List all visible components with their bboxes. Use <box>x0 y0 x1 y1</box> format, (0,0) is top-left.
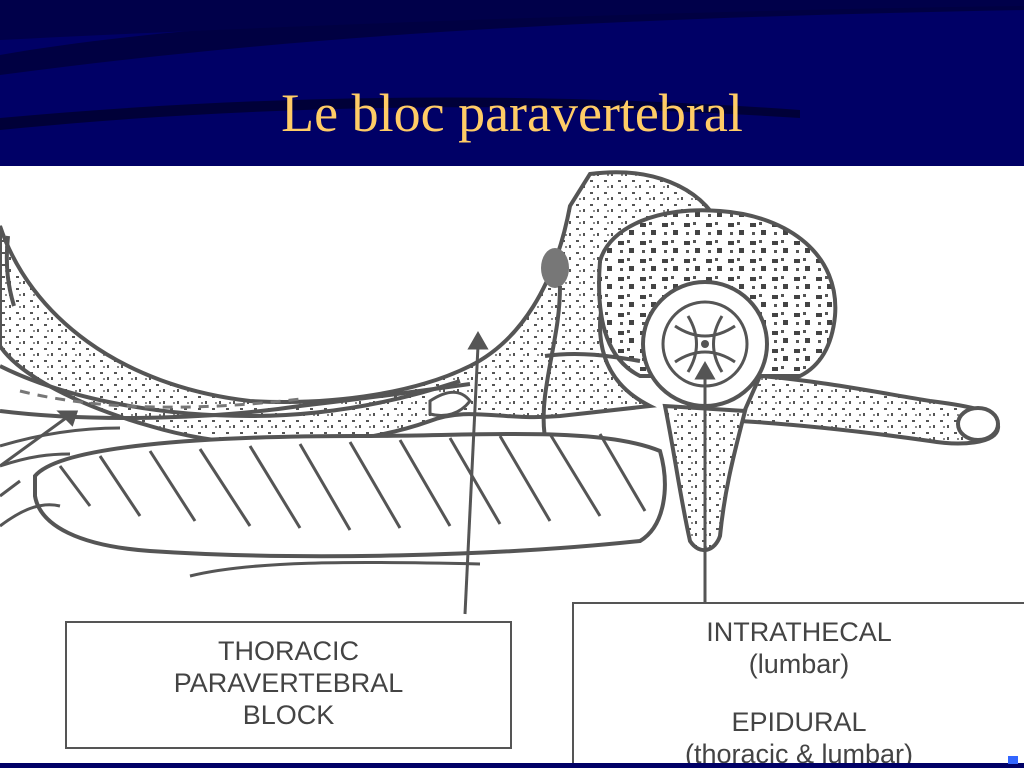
thoracic-paravertebral-label: THORACIC PARAVERTEBRAL BLOCK <box>65 621 512 749</box>
intrathecal-line: INTRATHECAL <box>706 617 892 647</box>
epidural-line: EPIDURAL <box>731 707 867 737</box>
label-line: BLOCK <box>242 700 335 730</box>
anatomy-illustration <box>0 170 1001 615</box>
epidural-sub-line: (thoracic & lumbar) <box>684 739 914 763</box>
paravertebral-diagram: THORACIC PARAVERTEBRAL BLOCK INTRATHECAL… <box>0 166 1024 763</box>
slide-title: Le bloc paravertebral <box>281 83 743 143</box>
intrathecal-epidural-label: INTRATHECAL (lumbar) EPIDURAL (thoracic … <box>572 602 1024 763</box>
label-line: THORACIC <box>218 636 359 666</box>
label-line: PARAVERTEBRAL <box>173 668 404 698</box>
intrathecal-sub-line: (lumbar) <box>748 649 850 679</box>
navigation-icon[interactable] <box>1008 756 1018 764</box>
